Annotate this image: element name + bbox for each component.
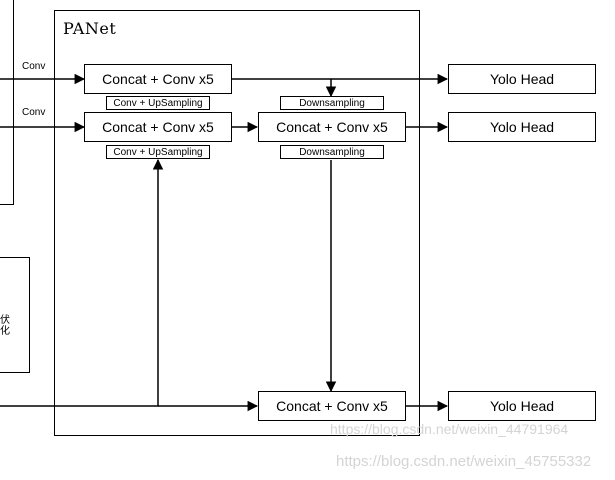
left-block-text-line-2: 化 <box>0 326 10 337</box>
concat-node-bottom: Concat + Conv x5 <box>258 391 406 421</box>
panet-title: PANet <box>63 19 117 38</box>
concat-node-mid-left: Concat + Conv x5 <box>84 112 232 142</box>
panet-panel <box>54 10 420 436</box>
bottom-input-up-arrow <box>0 158 164 407</box>
watermark-outer: https://blog.csdn.net/weixin_45755332 <box>336 453 592 470</box>
concat-node-top-left: Concat + Conv x5 <box>84 64 232 94</box>
watermark-inner: https://blog.csdn.net/weixin_44791964 <box>330 421 569 437</box>
upsampling-op-1: Conv + UpSampling <box>106 96 210 110</box>
concat-node-mid-right: Concat + Conv x5 <box>258 112 406 142</box>
yolo-head-3: Yolo Head <box>448 391 596 421</box>
left-backbone-frame-top <box>0 0 14 205</box>
upsampling-op-2: Conv + UpSampling <box>106 145 210 159</box>
yolo-head-2: Yolo Head <box>448 112 596 142</box>
conv-label-top: Conv <box>22 61 46 72</box>
yolo-head-1: Yolo Head <box>448 64 596 94</box>
left-block-text: 伏 化 <box>0 315 10 337</box>
left-block-frame <box>0 257 30 373</box>
left-block-text-line-1: 伏 <box>0 315 10 326</box>
downsampling-op-2: Downsampling <box>280 145 384 159</box>
downsampling-op-1: Downsampling <box>280 96 384 110</box>
conv-label-mid: Conv <box>22 107 46 118</box>
